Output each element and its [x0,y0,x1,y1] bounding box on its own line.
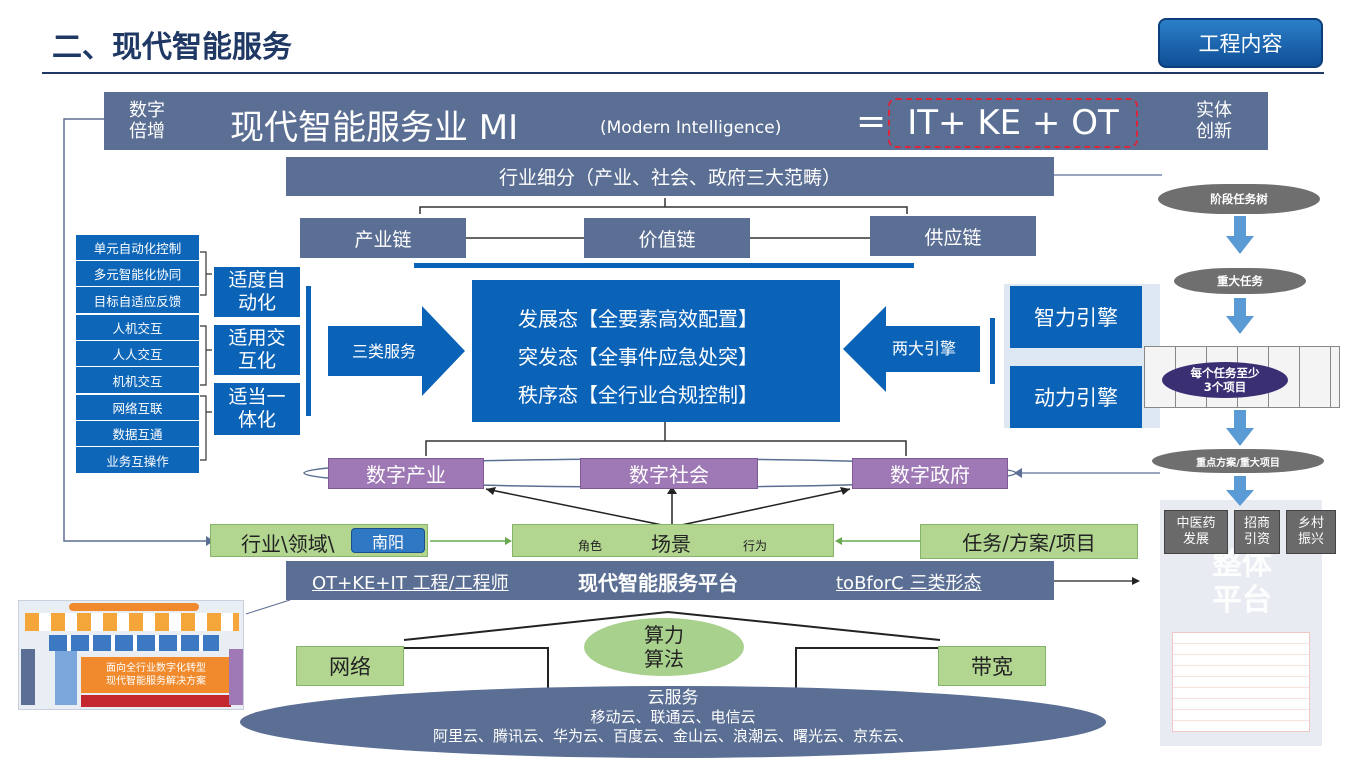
thumb-caption: 面向全行业数字化转型 现代智能服务解决方案 [81,657,231,693]
chain-industry: 产业链 [300,218,466,258]
banner-right-label: 实体 创新 [1196,100,1232,142]
digital-industry: 数字产业 [328,458,484,489]
header-divider [42,72,1324,74]
core-states-box: 发展态【全要素高效配置】 突发态【全事件应急处突】 秩序态【全行业合规控制】 [472,280,840,422]
banner-equals: = [856,101,887,142]
platform-left-label[interactable]: OT+KE+IT 工程/工程师 [312,573,509,594]
thumb-left-strip [55,651,77,705]
page-title: 二、现代智能服务 [52,30,292,65]
chain-value: 价值链 [584,218,750,258]
digital-society: 数字社会 [580,458,758,489]
core-line-order: 秩序态【全行业合规控制】 [518,383,758,407]
group-interaction: 适用交 互化 [213,324,301,376]
down-arrow-head-1 [1226,236,1254,254]
banner-formula: IT+ KE + OT [888,98,1138,148]
bandwidth-box: 带宽 [938,646,1046,686]
two-engines-arrow [843,306,980,392]
core-line-emergency: 突发态【全事件应急处突】 [518,345,758,369]
task-project-oval: 每个任务至少 3个项目 [1162,362,1288,398]
nanyang-tag[interactable]: 南阳 [351,528,425,553]
left-item: 业务互操作 [76,447,199,474]
rural-revival-box: 乡村 振兴 [1286,510,1336,554]
thumb-bottom-bar [81,695,231,707]
service-platform-bar: OT+KE+IT 工程/工程师 现代智能服务平台 toBforC 三类形态 [286,561,1054,600]
right-panel-diagram [1172,632,1310,732]
tcm-box: 中医药 发展 [1164,510,1228,554]
group-integration: 适当一 体化 [213,382,301,436]
engine-intelligence: 智力引擎 [1010,286,1142,348]
cloud-title: 云服务 [647,688,699,708]
banner [104,92,1268,150]
banner-subtitle: (Modern Intelligence) [600,118,782,138]
network-box: 网络 [296,646,404,686]
stage-task-tree-cloud: 阶段任务树 [1158,184,1320,214]
scene-box: 角色 场景 行为 [512,524,834,557]
right-panel-watermark: 整体 平台 [1212,547,1272,618]
thumb-left-column [21,649,35,705]
behavior-label: 行为 [743,539,768,553]
task-plan-project-box: 任务/方案/项目 [920,524,1138,559]
thumb-grid-row [49,635,219,651]
industry-domain-label: 行业\领域\ [241,532,335,556]
left-item: 多元智能化协同 [76,261,199,287]
three-services-label: 三类服务 [351,342,416,361]
digital-government: 数字政府 [852,458,1008,489]
left-item-list: 单元自动化控制 多元智能化协同 目标自适应反馈 人机交互 人人交互 机机交互 网… [76,235,199,474]
cloud-line1: 移动云、联通云、电信云 [590,708,756,726]
left-item: 人机交互 [76,315,199,341]
left-item: 人人交互 [76,341,199,367]
chain-supply: 供应链 [870,216,1036,256]
left-item: 机机交互 [76,367,199,395]
industry-domain-box: 行业\领域\ 南阳 [210,524,428,557]
solution-thumbnail: 面向全行业数字化转型 现代智能服务解决方案 [18,600,244,710]
core-line-development: 发展态【全要素高效配置】 [518,307,758,331]
three-services-arrow [328,306,465,396]
investment-box: 招商 引资 [1234,510,1280,554]
down-arrow-head-2 [1226,316,1254,334]
platform-right-label[interactable]: toBforC 三类形态 [836,573,982,594]
left-item: 单元自动化控制 [76,235,199,261]
thumb-header-bar [69,603,199,611]
compute-algorithm-ellipse: 算力 算法 [584,618,744,676]
banner-main-title: 现代智能服务业 MI [230,108,519,148]
engine-power: 动力引擎 [1010,366,1142,428]
banner-left-label: 数字 倍增 [129,100,165,142]
left-item: 网络互联 [76,395,199,421]
thumb-right-column [229,649,243,705]
group-automation: 适度自 动化 [213,266,301,318]
major-task-cloud: 重大任务 [1174,268,1306,294]
thumb-icon-row [25,613,239,631]
industry-segment-bar: 行业细分（产业、社会、政府三大范畴） [286,157,1054,196]
down-arrow-head-3 [1226,428,1254,446]
key-project-cloud: 重点方案/重大项目 [1152,449,1324,473]
cloud-services-ellipse: 云服务 移动云、联通云、电信云 阿里云、腾讯云、华为云、百度云、金山云、浪潮云、… [240,686,1106,758]
platform-title: 现代智能服务平台 [578,571,738,595]
down-arrow-head-4 [1226,490,1254,506]
two-engines-label: 两大引擎 [891,339,956,358]
left-item: 数据互通 [76,421,199,447]
section-badge-button[interactable]: 工程内容 [1158,18,1323,68]
scene-label: 场景 [651,532,691,556]
cloud-line2: 阿里云、腾讯云、华为云、百度云、金山云、浪潮云、曙光云、京东云、 [432,727,913,745]
left-item: 目标自适应反馈 [76,287,199,315]
role-label: 角色 [578,539,603,553]
